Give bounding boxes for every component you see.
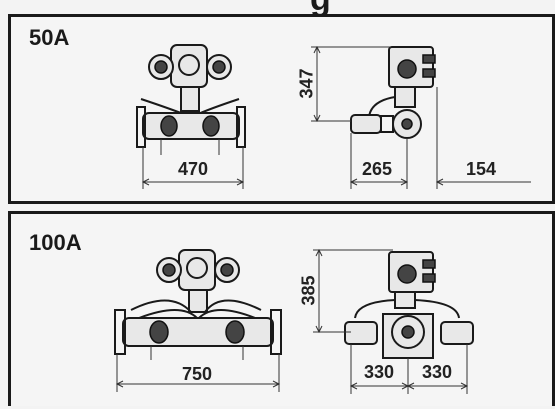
- width-dimension-50a: [141, 147, 245, 189]
- side-left-label: 330: [363, 362, 395, 382]
- width-label: 470: [177, 159, 209, 179]
- side-view-100a: [344, 251, 474, 359]
- height-label: 347: [296, 68, 317, 99]
- front-view-50a: [136, 44, 246, 155]
- panel-100a: 100A: [8, 211, 555, 406]
- panel-50a: 50A: [8, 14, 555, 204]
- height-dimension-100a: [313, 248, 393, 334]
- side-dimensions-50a: [349, 87, 531, 189]
- side-view-50a: [350, 46, 436, 139]
- width-dimension-100a: [115, 354, 281, 392]
- side-right-label: 154: [465, 159, 497, 179]
- width-label: 750: [181, 364, 213, 384]
- height-dimension-50a: [311, 45, 391, 123]
- front-view-100a: [114, 249, 282, 360]
- panel-title: 50A: [29, 25, 70, 50]
- drawing-100a: [114, 248, 474, 394]
- top-caption-fragment: g: [310, 0, 331, 19]
- side-right-label: 330: [421, 362, 453, 382]
- side-dimensions-100a: [349, 344, 469, 394]
- drawing-50a: [136, 44, 531, 189]
- height-label: 385: [298, 275, 319, 306]
- side-left-label: 265: [361, 159, 393, 179]
- panel-title: 100A: [29, 230, 82, 255]
